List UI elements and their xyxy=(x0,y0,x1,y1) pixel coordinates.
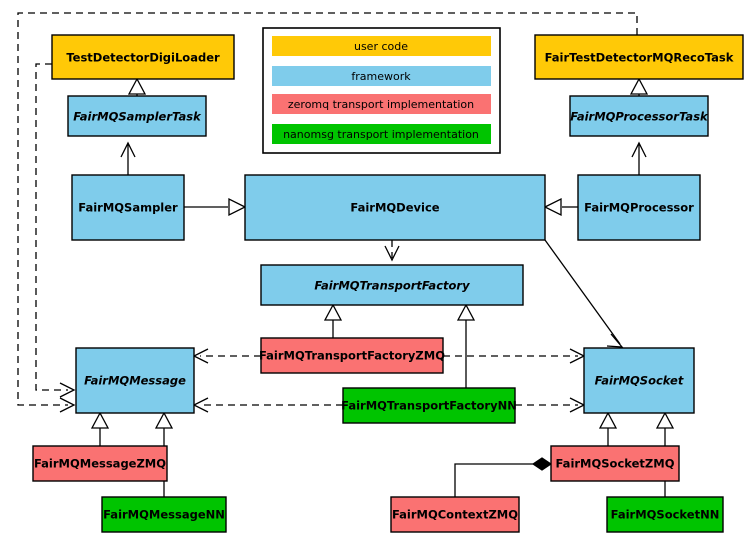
node-rect[interactable] xyxy=(260,264,524,306)
node-label: FairMQSocket xyxy=(595,374,684,388)
legend-label-nanomsg: nanomsg transport implementation xyxy=(283,128,479,141)
node-label: FairMQSocketNN xyxy=(611,508,720,522)
legend-item-user-code: user code xyxy=(272,36,491,56)
node-rect[interactable] xyxy=(260,337,444,374)
node-rect[interactable] xyxy=(67,95,207,137)
legend-item-nanomsg: nanomsg transport implementation xyxy=(272,124,491,144)
edge-layer xyxy=(17,12,675,497)
node-label: FairMQMessageNN xyxy=(103,508,225,522)
node-rect[interactable] xyxy=(390,496,520,533)
node-label: FairMQSampler xyxy=(78,201,178,215)
node-layer: TestDetectorDigiLoader FairMQSamplerTask… xyxy=(32,34,744,533)
node-fairmq-message[interactable]: FairMQMessage xyxy=(75,347,195,414)
edge-socketzmq-inherits-socket xyxy=(598,411,618,446)
node-rect[interactable] xyxy=(32,445,168,482)
node-rect[interactable] xyxy=(534,34,744,80)
node-fairmq-sampler[interactable]: FairMQSampler xyxy=(71,174,185,241)
legend-swatch-user-code xyxy=(272,36,491,56)
edge-recotask-uses-message xyxy=(17,12,638,413)
edge-sampler-inherits-device xyxy=(184,197,247,217)
node-label: FairMQProcessorTask xyxy=(570,110,709,124)
node-rect[interactable] xyxy=(550,445,680,482)
node-fairmq-device[interactable]: FairMQDevice xyxy=(244,174,546,241)
edge-digiloader-inherits-samplertask xyxy=(127,77,147,96)
node-label: FairMQSocketZMQ xyxy=(556,457,675,471)
edge-factorynn-creates-message xyxy=(192,397,343,413)
node-fairmq-transport-factory-zmq[interactable]: FairMQTransportFactoryZMQ xyxy=(259,337,445,374)
edge-sampler-uses-samplertask xyxy=(120,141,136,175)
edge-factoryzmq-creates-message xyxy=(192,348,261,364)
edge-digiloader-uses-message xyxy=(35,63,76,398)
node-rect[interactable] xyxy=(51,34,235,80)
legend-swatch-nanomsg xyxy=(272,124,491,144)
edge-factorynn-creates-socket xyxy=(515,397,586,413)
node-label: FairMQProcessor xyxy=(584,201,694,215)
node-rect[interactable] xyxy=(101,496,227,533)
node-label: TestDetectorDigiLoader xyxy=(66,51,220,65)
node-label: FairMQDevice xyxy=(350,201,439,215)
legend-label-framework: framework xyxy=(351,70,411,83)
edge-processor-inherits-device xyxy=(543,197,578,217)
node-rect[interactable] xyxy=(342,387,516,424)
node-fairmq-sampler-task[interactable]: FairMQSamplerTask xyxy=(67,95,207,137)
node-label: FairMQMessage xyxy=(84,374,186,388)
node-fairmq-transport-factory-nn[interactable]: FairMQTransportFactoryNN xyxy=(341,387,517,424)
legend-item-zeromq: zeromq transport implementation xyxy=(272,94,491,114)
node-label: FairMQTransportFactoryNN xyxy=(341,399,517,413)
node-fairtestdetector-mqreco-task[interactable]: FairTestDetectorMQRecoTask xyxy=(534,34,744,80)
node-label: FairTestDetectorMQRecoTask xyxy=(545,51,734,65)
edge-factorynn-inherits-factory xyxy=(456,303,476,388)
node-rect[interactable] xyxy=(75,347,195,414)
node-fairmq-context-zmq[interactable]: FairMQContextZMQ xyxy=(390,496,520,533)
legend-label-user-code: user code xyxy=(354,40,408,53)
node-label: FairMQTransportFactoryZMQ xyxy=(259,349,445,363)
node-fairmq-socket-nn[interactable]: FairMQSocketNN xyxy=(606,496,724,533)
node-fairmq-message-nn[interactable]: FairMQMessageNN xyxy=(101,496,227,533)
node-label: FairMQTransportFactory xyxy=(314,279,470,293)
node-label: FairMQSamplerTask xyxy=(73,110,202,124)
node-rect[interactable] xyxy=(606,496,724,533)
edge-device-uses-socket xyxy=(544,239,624,348)
node-fairmq-socket[interactable]: FairMQSocket xyxy=(583,347,695,414)
legend-item-framework: framework xyxy=(272,66,491,86)
legend: user code framework zeromq transport imp… xyxy=(262,27,501,154)
edge-factoryzmq-inherits-factory xyxy=(323,303,343,338)
edge-processor-uses-processortask xyxy=(631,141,647,175)
node-rect[interactable] xyxy=(583,347,695,414)
node-label: FairMQMessageZMQ xyxy=(34,457,166,471)
node-rect[interactable] xyxy=(71,174,185,241)
node-fairmq-processor-task[interactable]: FairMQProcessorTask xyxy=(569,95,709,137)
node-label: FairMQContextZMQ xyxy=(392,508,518,522)
node-rect[interactable] xyxy=(244,174,546,241)
edge-recotask-inherits-processortask xyxy=(629,77,649,96)
node-rect[interactable] xyxy=(577,174,701,241)
node-fairmq-socket-zmq[interactable]: FairMQSocketZMQ xyxy=(550,445,680,482)
node-test-detector-digi-loader[interactable]: TestDetectorDigiLoader xyxy=(51,34,235,80)
legend-label-zeromq: zeromq transport implementation xyxy=(288,98,474,111)
legend-swatch-framework xyxy=(272,66,491,86)
node-rect[interactable] xyxy=(569,95,709,137)
node-fairmq-transport-factory[interactable]: FairMQTransportFactory xyxy=(260,264,524,306)
legend-swatch-zeromq xyxy=(272,94,491,114)
node-fairmq-processor[interactable]: FairMQProcessor xyxy=(577,174,701,241)
edge-messagezmq-inherits-message xyxy=(90,411,110,446)
node-fairmq-message-zmq[interactable]: FairMQMessageZMQ xyxy=(32,445,168,482)
edge-device-uses-transportfactory xyxy=(384,240,400,262)
edge-socketzmq-composes-contextzmq xyxy=(454,457,553,497)
edge-factoryzmq-creates-socket xyxy=(443,348,586,364)
